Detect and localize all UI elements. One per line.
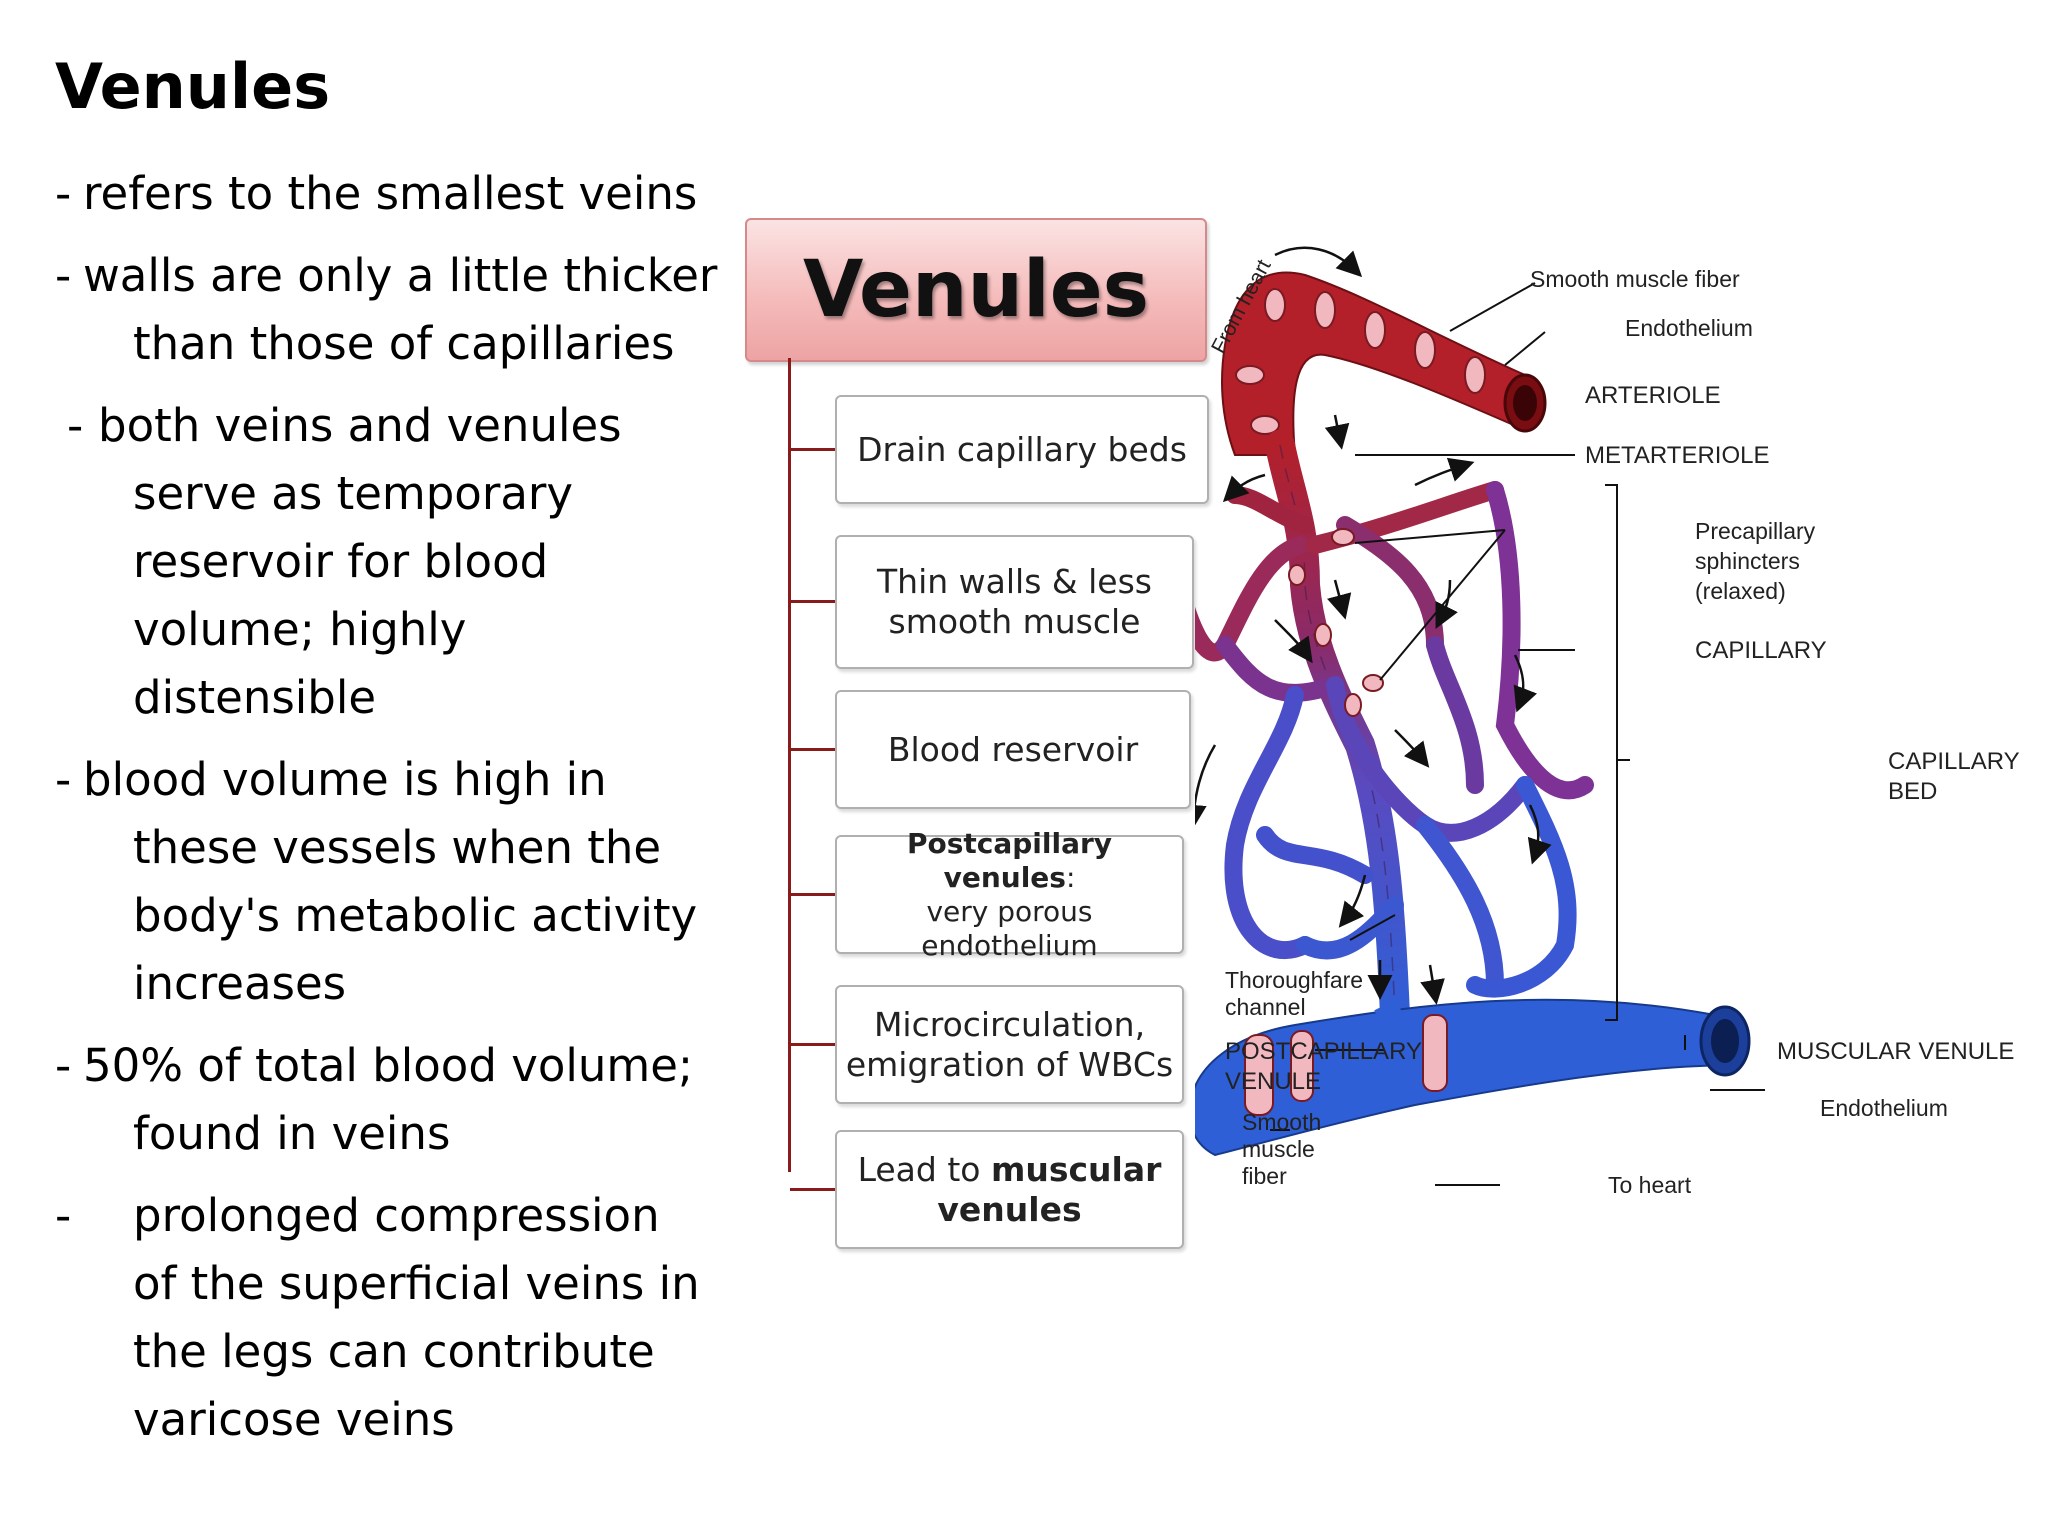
smooth-muscle-fiber-label: Smooth muscle fiber	[1530, 266, 1740, 292]
precapillary-sphincters	[1288, 528, 1384, 717]
flowchart-header: Venules	[745, 218, 1207, 362]
flowchart-branch	[790, 892, 838, 896]
arteriole-label: ARTERIOLE	[1585, 382, 1721, 409]
thoroughfare-label-1: Thoroughfare	[1225, 967, 1363, 993]
bullet-line: found in veins	[133, 1107, 451, 1160]
flowchart-box-text-part: Microcirculation,	[873, 1004, 1146, 1044]
capillary-bed-label-1: CAPILLARY	[1888, 748, 2020, 775]
flowchart-box-text-part: emigration of WBCs	[845, 1044, 1174, 1084]
flowchart-box-text-part: :	[1065, 860, 1076, 894]
flowchart-box: Drain capillary beds	[835, 395, 1209, 504]
flowchart-box: Blood reservoir	[835, 690, 1191, 809]
bullet-line: of the superficial veins in	[133, 1257, 700, 1310]
bullet-line: both veins and venules	[98, 399, 622, 452]
capillary-label: CAPILLARY	[1695, 637, 1827, 664]
flowchart-branch	[790, 447, 838, 451]
bullet-item: -both veins and venules serve as temporar…	[55, 392, 745, 732]
bullet-dash: -	[55, 249, 72, 302]
flowchart-box-text-part: Lead to	[857, 1149, 991, 1189]
bullet-line: varicose veins	[133, 1393, 455, 1446]
bullet-item: -blood volume is high in these vessels wh…	[55, 746, 745, 1018]
arteriole-vessel	[1221, 271, 1547, 456]
bullet-dash: -	[55, 1039, 72, 1092]
bullet-line: walls are only a little thicker	[83, 249, 718, 302]
slide-title: Venules	[55, 50, 331, 123]
bullet-line: distensible	[133, 671, 377, 724]
endothelium-top-label: Endothelium	[1625, 315, 1753, 341]
flowchart-header-label: Venules	[802, 245, 1150, 335]
flowchart-box: Microcirculation,emigration of WBCs	[835, 985, 1184, 1104]
flowchart-branch	[790, 1187, 838, 1191]
label-leaders	[1270, 282, 1765, 1186]
bullet-line: serve as temporary	[133, 467, 574, 520]
bullet-item: - prolonged compression of the superficial…	[55, 1182, 745, 1454]
bullet-line: the legs can contribute	[133, 1325, 655, 1378]
flowchart-box-text-part: Blood reservoir	[887, 729, 1139, 769]
bullet-line: increases	[133, 957, 347, 1010]
bullet-line: body's metabolic activity	[133, 889, 698, 942]
bullet-dash: -	[55, 1189, 72, 1242]
postcapillary-venule-label-2: VENULE	[1225, 1068, 1321, 1095]
bullet-line: reservoir for blood	[133, 535, 549, 588]
bullet-item: -50% of total blood volume; found in vein…	[55, 1032, 745, 1168]
bullet-line: refers to the smallest veins	[83, 167, 698, 220]
bullet-line: than those of capillaries	[133, 317, 675, 370]
flowchart-box-text-part: Thin walls & less	[877, 562, 1152, 601]
flowchart-box-text: Microcirculation,emigration of WBCs	[846, 1005, 1173, 1085]
capillary-network	[1195, 481, 1594, 998]
bullet-item: -walls are only a little thicker than tho…	[55, 242, 745, 378]
flowchart-box-text-part: smooth muscle	[888, 602, 1141, 641]
bullet-line: volume; highly	[133, 603, 467, 656]
capillary-bed-label-2: BED	[1888, 778, 1937, 805]
flowchart-box-text-part: muscular	[990, 1149, 1162, 1189]
flowchart-box-text-part: endothelium	[921, 928, 1098, 962]
precapillary-label-1: Precapillary	[1695, 518, 1816, 544]
postcapillary-venule-label-1: POSTCAPILLARY	[1225, 1038, 1422, 1065]
bullet-dash: -	[67, 399, 84, 452]
muscular-venule-vessel	[1195, 998, 1751, 1157]
flowchart-box-text: Blood reservoir	[888, 730, 1138, 770]
flow-arrows	[1195, 246, 1552, 1005]
bullet-line: 50% of total blood volume;	[83, 1039, 694, 1092]
bullet-list: -refers to the smallest veins-walls are …	[55, 160, 745, 1468]
flowchart-box-text-part: Drain capillary beds	[857, 429, 1187, 469]
flowchart-box-text-part: venules	[937, 1189, 1082, 1229]
flowchart-branch	[790, 1042, 838, 1046]
smooth-muscle-label-1: Smooth	[1242, 1109, 1321, 1135]
bullet-dash: -	[55, 753, 72, 806]
bullet-line: prolonged compression	[133, 1189, 660, 1242]
capillary-bed-diagram: From heart Smooth muscle fiber Endotheli…	[1195, 246, 2020, 1198]
flowchart-connector	[788, 358, 791, 1172]
smooth-muscle-label-2: muscle	[1242, 1136, 1315, 1162]
flowchart-box-text-part: Postcapillary venules	[906, 826, 1113, 894]
flowchart-branch	[790, 600, 838, 603]
smooth-muscle-label-3: fiber	[1242, 1163, 1287, 1189]
bullet-line: blood volume is high in	[83, 753, 607, 806]
thoroughfare-label-2: channel	[1225, 994, 1306, 1020]
bullet-dash: -	[55, 167, 72, 220]
endothelium-bottom-label: Endothelium	[1820, 1095, 1948, 1121]
muscular-venule-label: MUSCULAR VENULE	[1777, 1038, 2014, 1065]
to-heart-label: To heart	[1608, 1172, 1692, 1198]
precapillary-label-2: sphincters	[1695, 548, 1800, 574]
bullet-line: these vessels when the	[133, 821, 662, 874]
bullet-item: -refers to the smallest veins	[55, 160, 745, 228]
flowchart-branch	[790, 747, 838, 751]
flowchart-box-text-part: very porous	[926, 894, 1093, 928]
metarteriole-label: METARTERIOLE	[1585, 442, 1769, 469]
precapillary-label-3: (relaxed)	[1695, 578, 1786, 604]
flowchart-box-text: Drain capillary beds	[857, 430, 1187, 470]
